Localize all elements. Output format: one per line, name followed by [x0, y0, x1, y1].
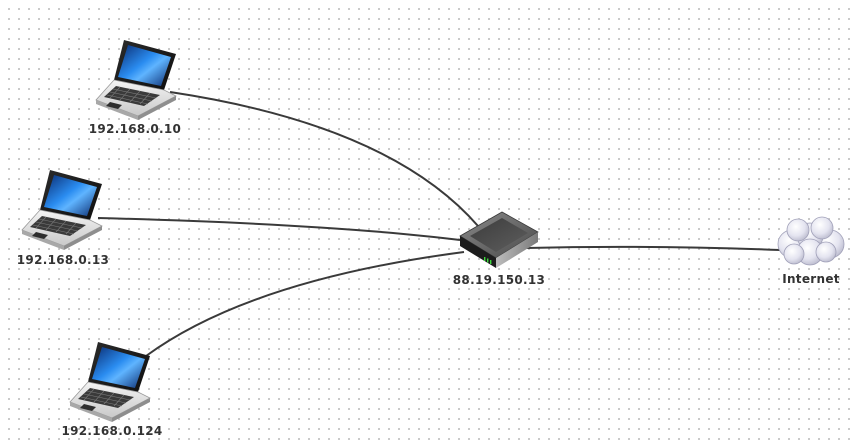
laptop-node-2[interactable]: 192.168.0.13	[17, 169, 109, 267]
laptop-icon	[95, 39, 177, 121]
laptop-3-label: 192.168.0.124	[61, 424, 162, 438]
laptop-node-1[interactable]: 192.168.0.10	[89, 39, 181, 136]
laptop-icon	[69, 341, 151, 423]
link-router-internet[interactable]	[525, 245, 781, 251]
laptop-1-label: 192.168.0.10	[89, 122, 181, 136]
connections	[97, 91, 781, 357]
internet-label: Internet	[782, 272, 840, 286]
laptop-icon	[21, 169, 103, 251]
router-icon	[459, 211, 539, 268]
router-label: 88.19.150.13	[453, 273, 545, 287]
router-node[interactable]: 88.19.150.13	[453, 211, 545, 287]
laptop-2-label: 192.168.0.13	[17, 253, 109, 267]
link-laptop-3-router[interactable]	[145, 251, 465, 357]
cloud-icon	[777, 216, 845, 266]
link-laptop-1-router[interactable]	[169, 91, 479, 227]
laptop-node-3[interactable]: 192.168.0.124	[61, 341, 162, 438]
internet-node[interactable]: Internet	[777, 216, 845, 286]
link-laptop-2-router[interactable]	[97, 217, 461, 241]
